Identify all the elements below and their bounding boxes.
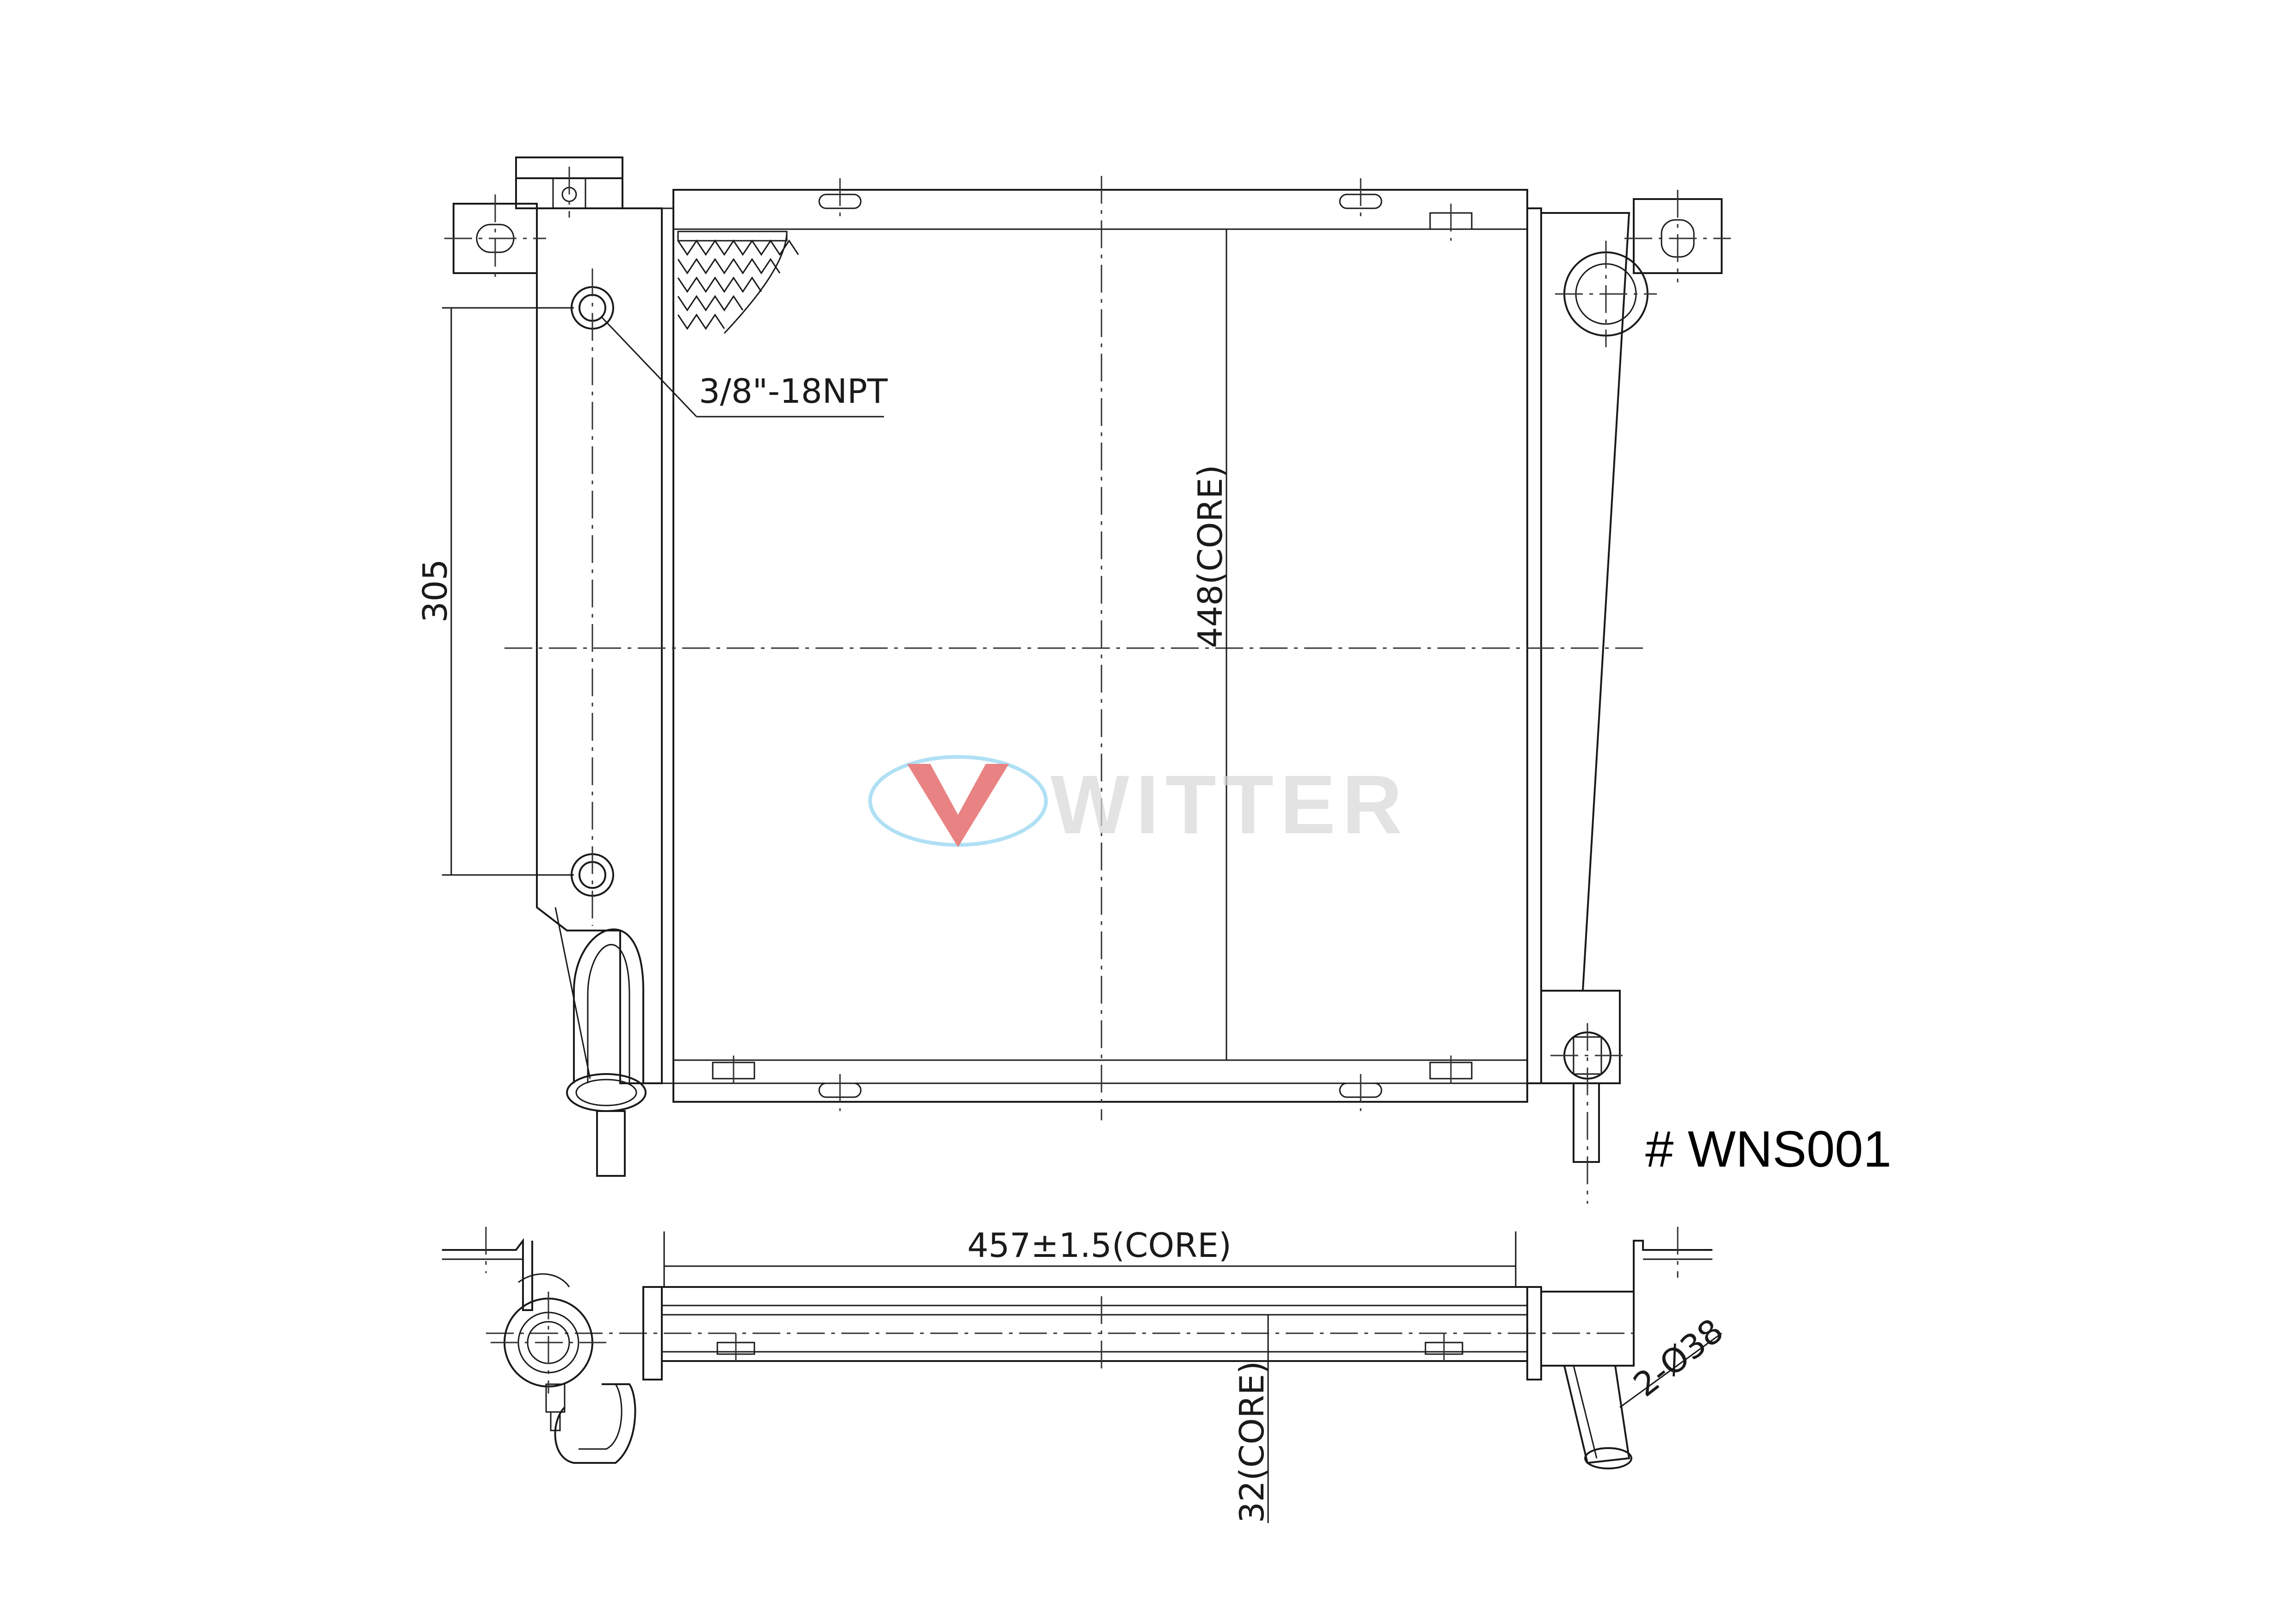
dim-core-width-text: 457±1.5(CORE) <box>967 1226 1232 1265</box>
top-view: 457±1.5(CORE) 32(CORE) 2-Ø38 <box>442 1226 1730 1523</box>
watermark-brand-text: WITTER <box>1051 758 1409 851</box>
witter-watermark: WITTER <box>868 755 1409 851</box>
fin-pattern <box>677 231 799 334</box>
dim-core-thickness: 32(CORE) <box>1232 1315 1271 1523</box>
part-number: # WNS001 <box>1645 1121 1892 1178</box>
dim-outlet: 2-Ø38 <box>1619 1311 1730 1408</box>
top-left-tank <box>442 1227 663 1464</box>
front-view: 3/8"-18NPT <box>416 156 1731 1204</box>
dim-core-width: 457±1.5(CORE) <box>663 1226 1517 1287</box>
dim-core-height: 448(CORE) <box>1191 229 1230 1060</box>
right-tank <box>1527 207 1542 1084</box>
core-slots <box>712 194 1473 1098</box>
dim-core-thickness-text: 32(CORE) <box>1232 1361 1271 1523</box>
left-mount-bracket <box>444 194 546 282</box>
lower-outlet-pipe <box>566 928 647 1177</box>
dim-mount-spacing: 305 <box>416 307 574 876</box>
dim-core-height-text: 448(CORE) <box>1191 465 1230 648</box>
filler-neck <box>515 156 623 218</box>
top-right-tank <box>1526 1227 1712 1469</box>
fitting-callout: 3/8"-18NPT <box>601 316 888 418</box>
watermark-logo-mark <box>907 764 1009 847</box>
fitting-callout-text: 3/8"-18NPT <box>699 372 888 411</box>
dim-mount-spacing-text: 305 <box>416 559 454 623</box>
upper-inlet-pipe <box>1555 241 1657 347</box>
left-tank <box>536 207 663 1084</box>
right-mount-bracket <box>1624 190 1731 282</box>
top-core <box>661 1286 1528 1362</box>
dim-outlet-text: 2-Ø38 <box>1626 1311 1730 1405</box>
core-outline <box>672 189 1528 1103</box>
drain-plug <box>1540 990 1624 1204</box>
